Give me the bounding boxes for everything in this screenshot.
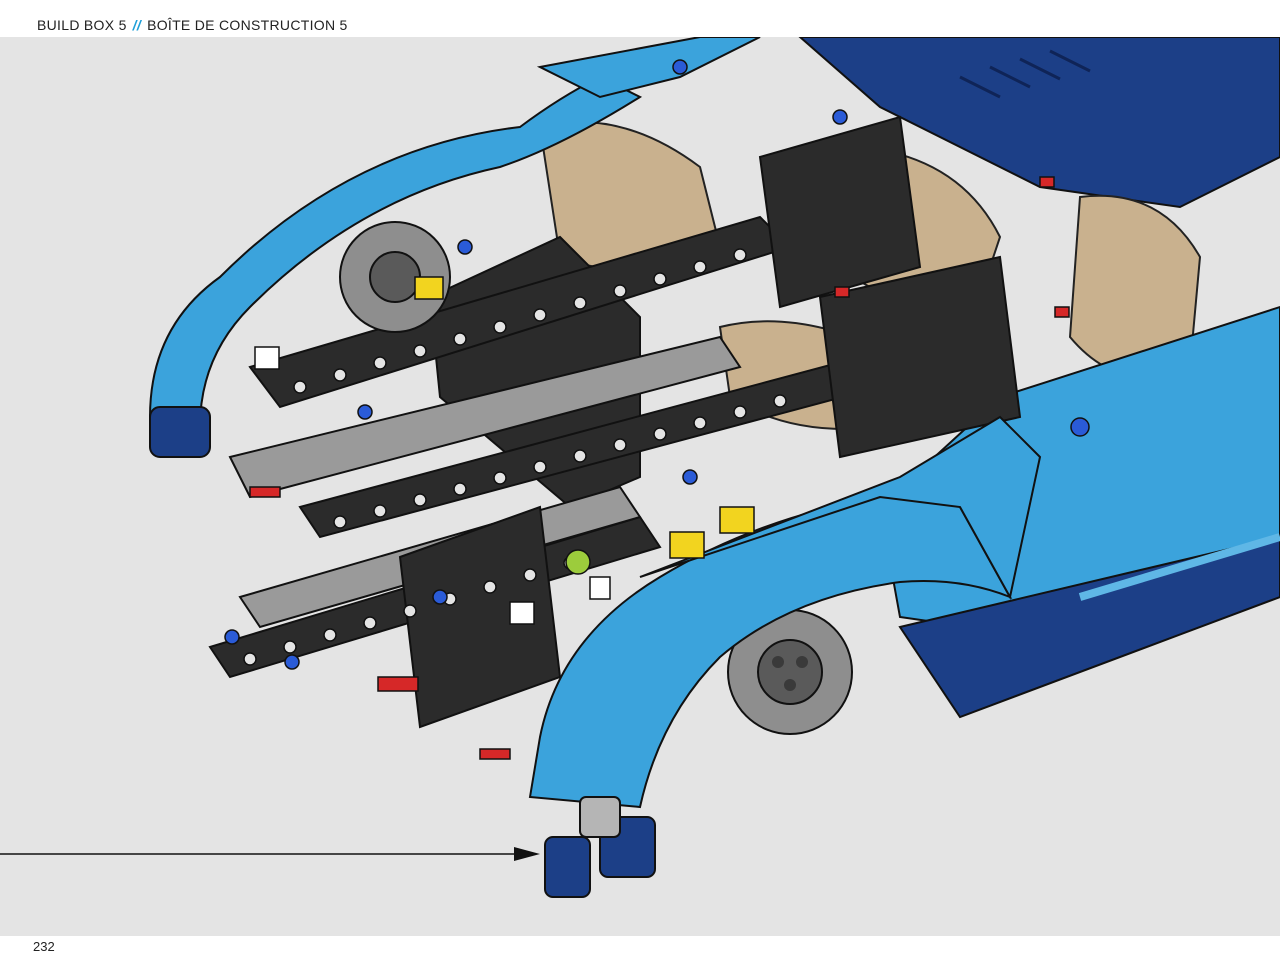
beam-h [818,255,1022,459]
beam-holes [243,248,787,666]
beam-b [228,335,742,499]
accent-pins [224,59,1090,760]
bumper-right [544,796,656,898]
beam-g [758,115,922,309]
page-header: BUILD BOX 5 // BOÎTE DE CONSTRUCTION 5 [0,0,1280,37]
fender-top [639,415,1042,600]
header-title: BUILD BOX 5 // BOÎTE DE CONSTRUCTION 5 [37,17,348,33]
front-arch-frame [148,75,643,429]
brake-disc-right [727,609,853,735]
upper-frame [536,37,761,99]
side-body-lower [898,535,1280,719]
brake-disc-left [339,221,451,333]
roof-panel [798,37,1280,209]
build-box-label-fr: BOÎTE DE CONSTRUCTION 5 [147,17,348,33]
page-footer: 232 [0,936,1280,974]
car-model-drawing [0,37,1280,898]
roof-vent-lines [959,49,1091,99]
instruction-illustration [0,37,1280,936]
header-separator: // [132,17,142,33]
build-box-label-en: BUILD BOX 5 [37,17,127,33]
side-stripe [1078,533,1280,601]
bumper-left [149,406,211,458]
beam-f [398,505,562,729]
page-number: 232 [33,939,55,954]
pointer-arrow-head [514,847,540,861]
